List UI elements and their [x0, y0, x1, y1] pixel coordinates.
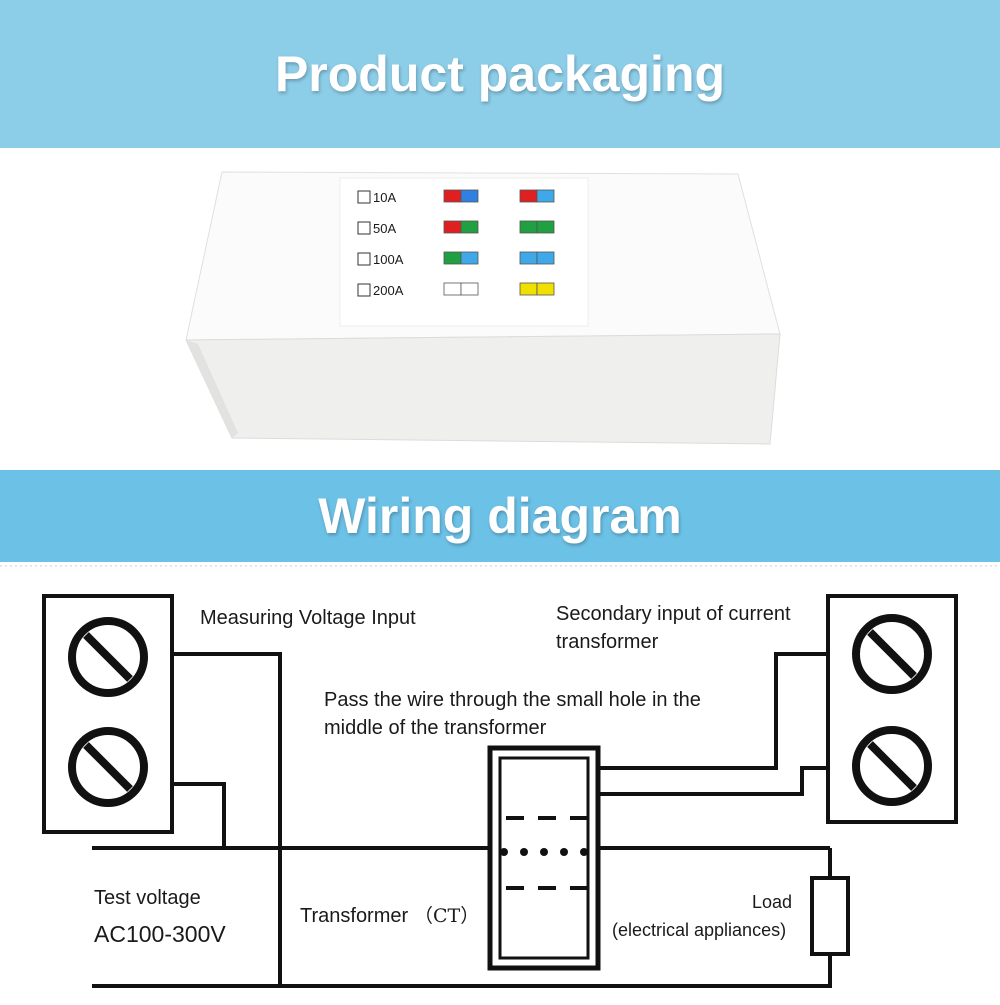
label-load: Load: [752, 892, 792, 912]
wire-voltage-live: [92, 652, 282, 988]
wire-ct-secondary-1: [598, 652, 828, 770]
color-code-0-1-1: [536, 189, 555, 203]
rating-checkbox-0: [357, 190, 371, 204]
color-code-3-1-0: [519, 282, 538, 296]
color-code-1-0-0: [443, 220, 462, 234]
box-front-shade: [186, 340, 238, 438]
color-code-1-1-0: [519, 220, 538, 234]
wires: [92, 652, 832, 988]
label-transformer: Transformer: [300, 905, 409, 927]
wiring-title: Wiring diagram: [0, 470, 1000, 562]
wiring-diagram: Measuring Voltage Input Secondary input …: [0, 562, 1000, 1000]
label-ct-input-line2: transformer: [556, 631, 659, 653]
ct-transformer-inner: [498, 756, 590, 960]
wire-load-bottom: [280, 954, 832, 988]
left-screw-bottom-icon: [68, 727, 148, 807]
color-code-3-0-0: [443, 282, 462, 296]
rating-options: 10A 50A 100A 200A: [357, 189, 555, 298]
color-code-2-0-0: [443, 251, 462, 265]
color-code-1-1-1: [536, 220, 555, 234]
right-screw-bottom-icon: [852, 726, 932, 806]
color-code-0-0-0: [443, 189, 462, 203]
rating-checkbox-2: [357, 252, 371, 266]
packaging-title: Product packaging: [0, 0, 1000, 148]
rating-checkbox-3: [357, 283, 371, 297]
load-resistor: [810, 876, 850, 956]
color-code-0-0-1: [460, 189, 479, 203]
packaging-box-illustration: 10A 50A 100A 200A: [185, 171, 781, 445]
label-voltage-input: Measuring Voltage Input: [200, 607, 416, 629]
rating-label-2: 100A: [373, 252, 404, 267]
color-code-3-0-1: [460, 282, 479, 296]
label-voltage-range: AC100-300V: [94, 921, 226, 947]
box-front-face: [185, 333, 781, 445]
wiring-diagram-svg: Measuring Voltage Input Secondary input …: [0, 565, 1000, 988]
label-load-desc: (electrical appliances): [612, 920, 786, 940]
left-terminal-block: [42, 594, 174, 834]
rating-label-3: 200A: [373, 283, 404, 298]
color-code-0-1-0: [519, 189, 538, 203]
color-code-2-0-1: [460, 251, 479, 265]
color-code-2-1-0: [519, 251, 538, 265]
packaging-photo: 10A 50A 100A 200A: [0, 148, 1000, 470]
label-test-voltage: Test voltage: [94, 887, 201, 909]
right-screw-top-icon: [852, 614, 932, 694]
wiring-title-text: Wiring diagram: [318, 488, 682, 544]
color-code-3-1-1: [536, 282, 555, 296]
ct-hole-marks: [506, 816, 588, 890]
label-pass-line2: middle of the transformer: [324, 717, 547, 739]
label-ct: （CT）: [414, 905, 479, 927]
color-code-2-1-1: [536, 251, 555, 265]
rating-checkbox-1: [357, 221, 371, 235]
rating-label-0: 10A: [373, 190, 396, 205]
wire-ct-secondary-2: [598, 766, 828, 796]
ct-wire-dots: [500, 848, 588, 856]
right-terminal-block: [826, 594, 958, 824]
color-code-1-0-1: [460, 220, 479, 234]
left-screw-top-icon: [68, 617, 148, 697]
label-pass-line1: Pass the wire through the small hole in …: [324, 689, 701, 711]
packaging-title-text: Product packaging: [274, 46, 726, 102]
wire-voltage-neutral: [172, 782, 226, 848]
ct-transformer-body: [487, 745, 601, 971]
rating-label-1: 50A: [373, 221, 396, 236]
label-ct-input-line1: Secondary input of current: [556, 603, 791, 625]
